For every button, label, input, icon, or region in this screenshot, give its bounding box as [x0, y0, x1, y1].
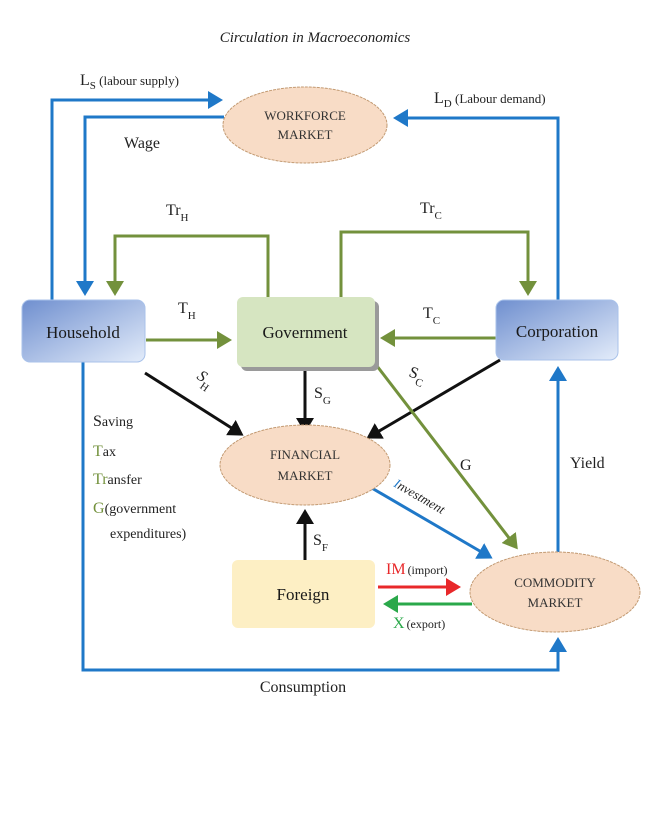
household-node: Household — [21, 299, 146, 363]
transfer-household-arrow — [106, 234, 270, 297]
labour-supply-label: LS (labour supply) — [80, 72, 179, 92]
svg-text:Transfer: Transfer — [93, 471, 142, 488]
labour-demand-label: LD (Labour demand) — [434, 90, 546, 110]
svg-text:Corporation: Corporation — [516, 322, 599, 341]
investment-arrow — [369, 485, 493, 559]
svg-text:MARKET: MARKET — [278, 468, 333, 483]
svg-text:expenditures): expenditures) — [110, 527, 187, 542]
svg-text:MARKET: MARKET — [278, 127, 333, 142]
wage-label: Wage — [124, 135, 160, 152]
svg-text:COMMODITY: COMMODITY — [514, 575, 596, 590]
saving-foreign-label: SF — [313, 532, 328, 554]
consumption-label: Consumption — [260, 679, 346, 696]
diagram-title: Circulation in Macroeconomics — [220, 30, 411, 46]
svg-text:Tax: Tax — [93, 443, 116, 460]
saving-corporation-label: SC — [405, 364, 428, 390]
yield-label: Yield — [570, 455, 605, 472]
saving-household-label: SH — [191, 367, 217, 394]
svg-text:FINANCIAL: FINANCIAL — [270, 447, 340, 462]
labour-demand-arrow — [393, 109, 560, 300]
svg-text:Government: Government — [263, 323, 348, 342]
svg-text:WORKFORCE: WORKFORCE — [264, 108, 346, 123]
import-label: IM(import) — [386, 561, 448, 578]
tax-household-label: TH — [178, 300, 196, 322]
svg-text:Saving: Saving — [93, 413, 133, 430]
saving-household-arrow — [144, 371, 244, 436]
legend: Saving Tax Transfer G(government expendi… — [93, 413, 187, 542]
export-label: X(export) — [393, 615, 445, 632]
saving-government-label: SG — [314, 385, 331, 407]
transfer-household-label: TrH — [166, 202, 189, 224]
tax-corporation-label: TC — [423, 305, 440, 327]
svg-text:Foreign: Foreign — [277, 585, 330, 604]
svg-text:G(government: G(government — [93, 500, 176, 517]
svg-text:MARKET: MARKET — [528, 595, 583, 610]
commodity-market-node: COMMODITY MARKET — [469, 551, 641, 633]
labour-supply-arrow — [50, 91, 223, 300]
corporation-node: Corporation — [495, 299, 619, 361]
foreign-node: Foreign — [232, 560, 375, 628]
government-expenditure-label: G — [460, 457, 472, 474]
financial-market-node: FINANCIAL MARKET — [219, 424, 391, 506]
government-node: Government — [237, 297, 379, 371]
svg-text:Household: Household — [46, 323, 120, 342]
investment-label: Investment — [391, 475, 448, 517]
consumption-arrow — [81, 362, 567, 672]
transfer-corporation-label: TrC — [420, 200, 442, 222]
workforce-market-node: WORKFORCE MARKET — [222, 86, 388, 164]
government-expenditure-arrow — [375, 365, 518, 550]
transfer-corporation-arrow — [339, 230, 537, 297]
saving-corporation-arrow — [366, 358, 501, 439]
wage-arrow — [76, 115, 224, 296]
